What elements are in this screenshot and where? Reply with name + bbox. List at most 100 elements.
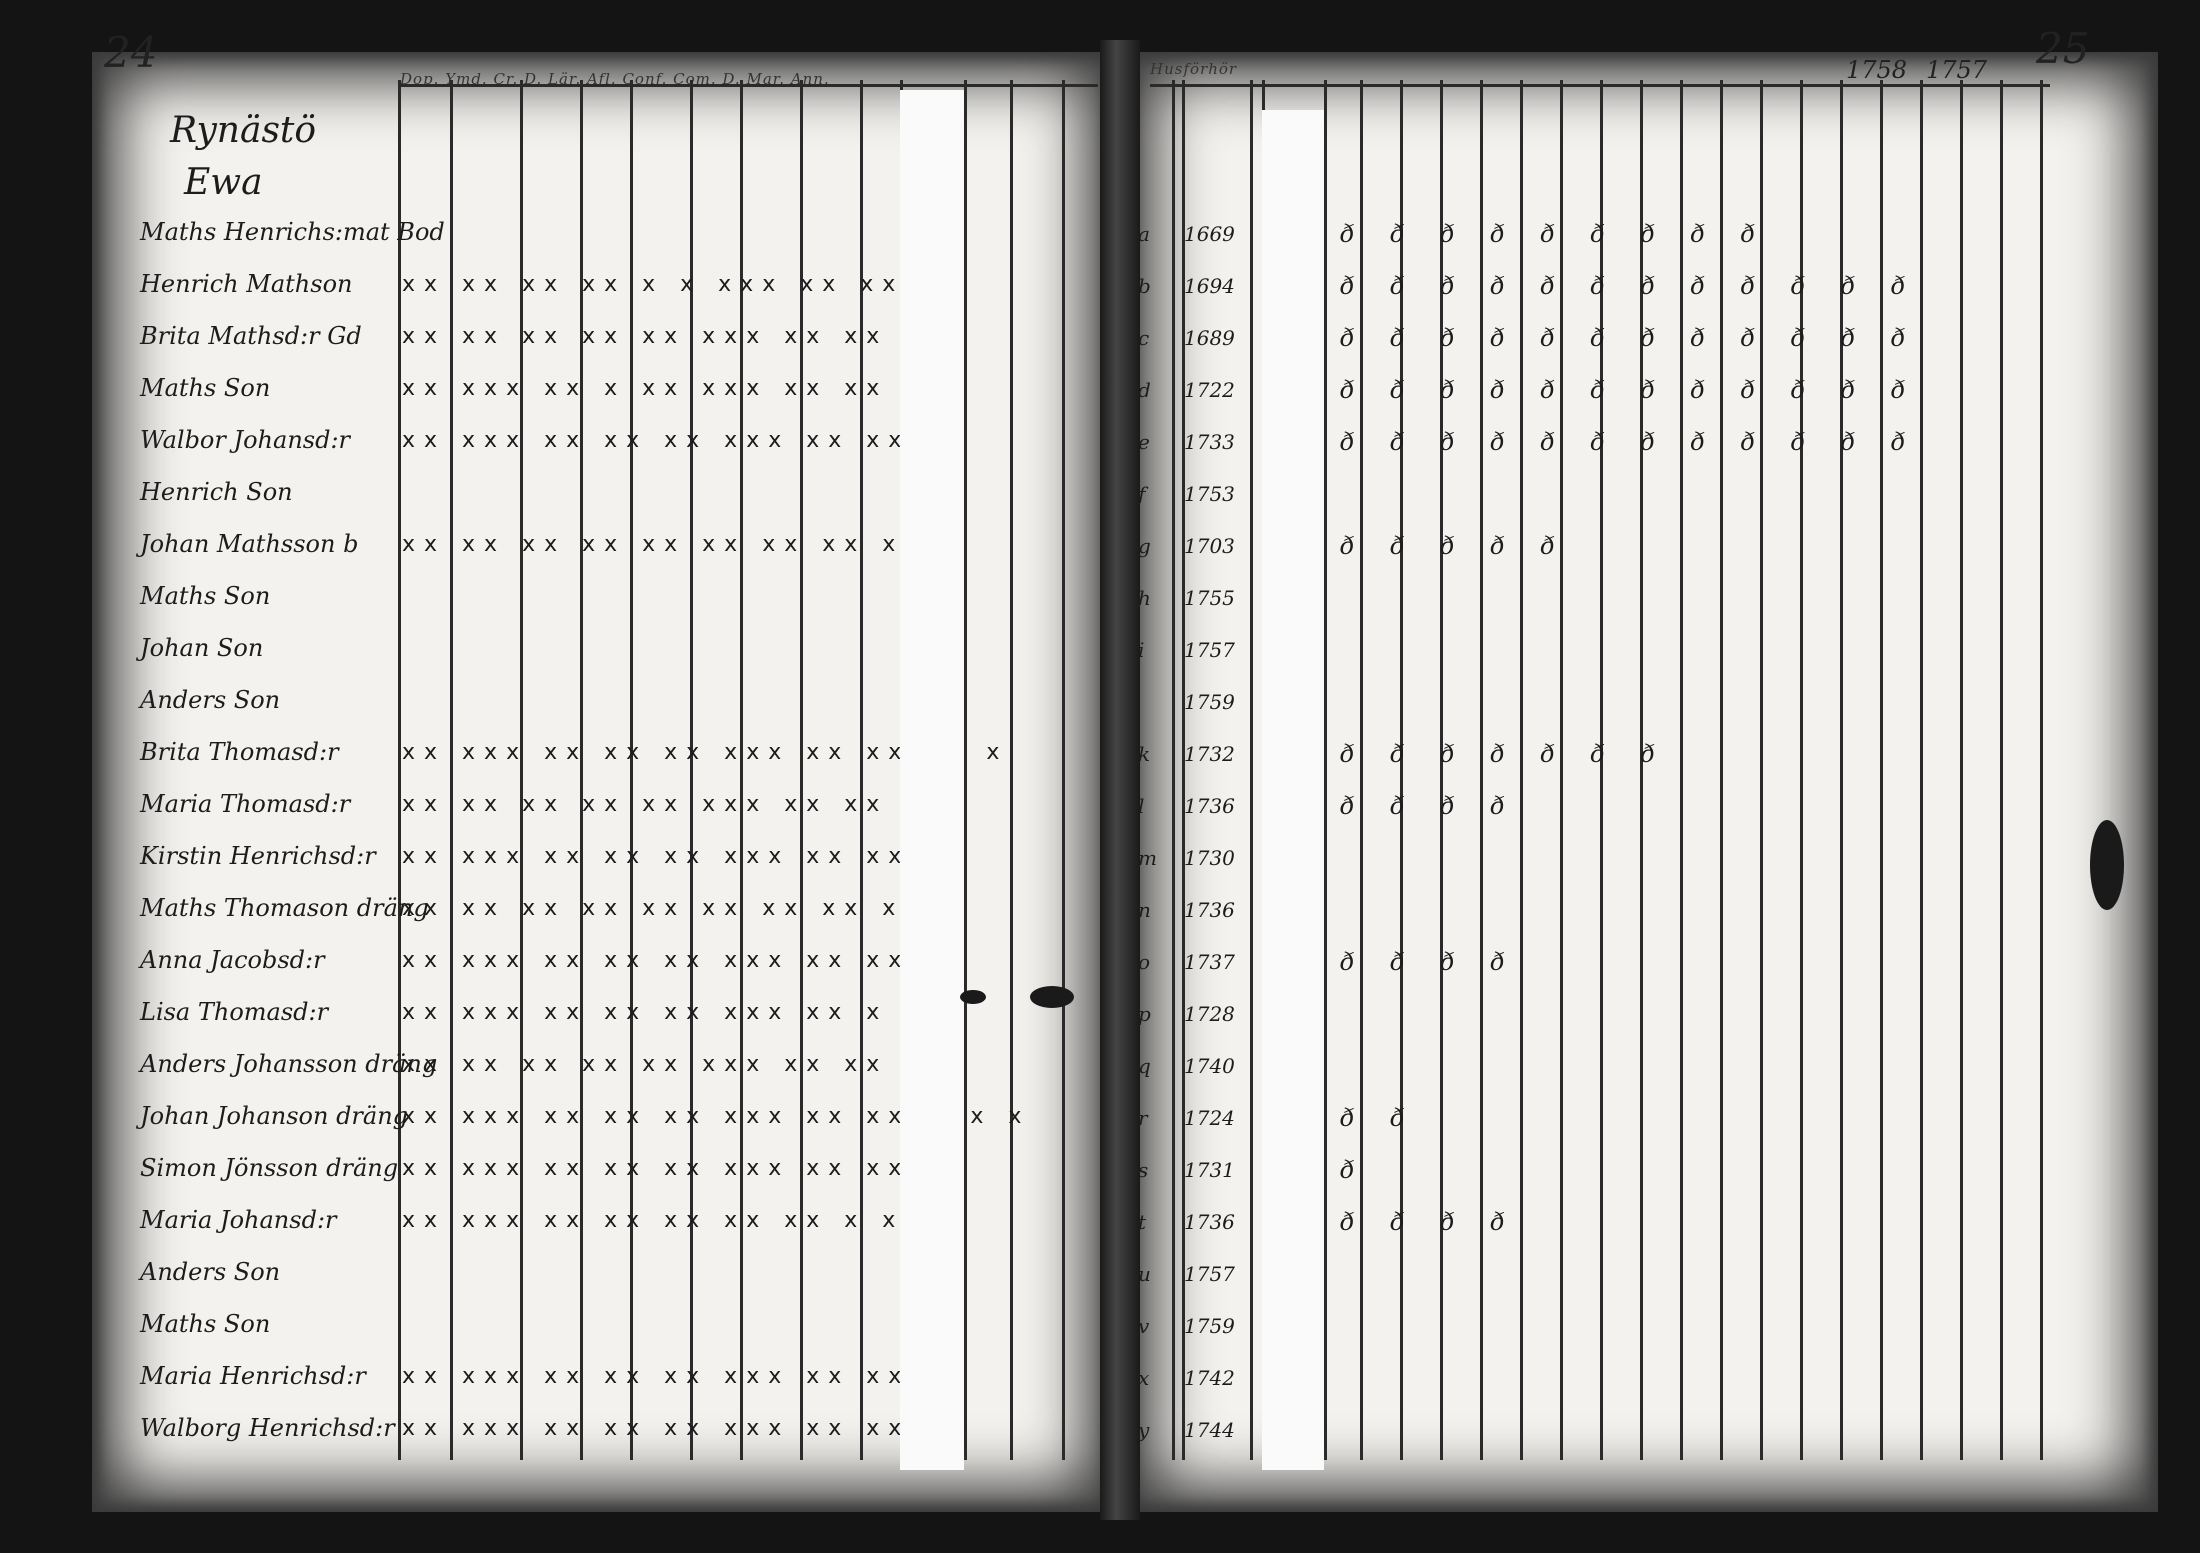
- person-name: Brita Thomasd:r: [140, 738, 339, 766]
- ruled-column-line: [1062, 80, 1065, 1460]
- ruled-column-line: [1720, 80, 1723, 1460]
- examination-marks: ð ð ð ð ð: [1340, 532, 1569, 560]
- header-rule: [1150, 84, 2050, 87]
- person-name: Walbor Johansd:r: [140, 426, 351, 454]
- attendance-marks: xx xx xx xx xx xx xx xx x: [402, 896, 905, 921]
- row-letter: p: [1138, 1002, 1151, 1026]
- person-name: Anders Son: [140, 1258, 281, 1286]
- ruled-column-line: [800, 80, 803, 1460]
- row-letter: e: [1138, 430, 1150, 454]
- examination-marks: ð ð ð ð ð ð ð ð ð: [1340, 220, 1770, 248]
- attendance-marks: xx xx xx xx xx xxx xx xx: [402, 324, 889, 349]
- birth-year: 1742: [1184, 1366, 1235, 1390]
- ruled-column-line: [2000, 80, 2003, 1460]
- row-letter: a: [1138, 222, 1150, 246]
- row-letter: u: [1138, 1262, 1151, 1286]
- birth-year: 1759: [1184, 1314, 1235, 1338]
- right-column-header: Husförhör: [1150, 60, 1238, 78]
- row-letter: n: [1138, 898, 1151, 922]
- attendance-marks: xx xx xx xx xx xxx xx xx xx: [402, 792, 949, 817]
- header-year-2: 1757: [1926, 56, 1988, 84]
- ruled-column-line: [860, 80, 863, 1460]
- ruled-column-line: [1640, 80, 1643, 1460]
- book-gutter: [1100, 40, 1140, 1520]
- birth-year: 1744: [1184, 1418, 1235, 1442]
- attendance-marks: xx xxx xx xx xx xxx xx x: [402, 1000, 889, 1025]
- ruled-column-line: [398, 80, 401, 1460]
- farm-name: Ewa: [184, 162, 263, 203]
- person-name: Johan Son: [140, 634, 264, 662]
- attendance-marks: xx xxx xx xx xx xxx xx xx x: [402, 948, 949, 973]
- birth-year: 1757: [1184, 1262, 1235, 1286]
- ruled-column-line: [630, 80, 633, 1460]
- attendance-marks: xx xxx xx x xx xxx xx xx x x: [402, 376, 965, 401]
- row-letter: c: [1138, 326, 1150, 350]
- examination-marks: ð ð ð ð ð ð ð: [1340, 740, 1669, 768]
- ruled-column-line: [964, 80, 967, 1460]
- header-rule: [398, 84, 1098, 87]
- left-column-header: Dop. Ymd. Cr. D. Lär. Afl. Conf. Com. D.…: [400, 70, 830, 88]
- attendance-marks: xx xxx xx xx xx xx xx x xx x: [402, 1208, 965, 1233]
- birth-year: 1736: [1184, 898, 1235, 922]
- row-letter: i: [1138, 638, 1145, 662]
- row-letter: m: [1138, 846, 1157, 870]
- birth-year: 1737: [1184, 950, 1235, 974]
- ruled-column-line: [690, 80, 693, 1460]
- birth-year: 1753: [1184, 482, 1235, 506]
- person-name: Maths Son: [140, 1310, 271, 1338]
- ruled-column-line: [740, 80, 743, 1460]
- examination-marks: ð: [1340, 1156, 1369, 1184]
- examination-marks: ð ð ð ð ð ð ð ð ð ð ð ð: [1340, 272, 1920, 300]
- ink-blot: [960, 990, 986, 1004]
- birth-year: 1689: [1184, 326, 1235, 350]
- attendance-marks: xx xx xx xx xx xxx xx xx: [402, 1052, 889, 1077]
- birth-year: 1757: [1184, 638, 1235, 662]
- birth-year: 1740: [1184, 1054, 1235, 1078]
- ruled-column-line: [580, 80, 583, 1460]
- attendance-marks: xx xxx xx xx xx xxx xx xxx x: [402, 1364, 971, 1389]
- header-year-1: 1758: [1846, 56, 1908, 84]
- examination-marks: ð ð ð ð ð ð ð ð ð ð ð ð: [1340, 324, 1920, 352]
- birth-year: 1694: [1184, 274, 1235, 298]
- person-name: Johan Mathsson b: [140, 530, 359, 558]
- ruled-column-line: [2040, 80, 2043, 1460]
- examination-marks: ð ð ð ð: [1340, 1208, 1519, 1236]
- person-name: Maria Johansd:r: [140, 1206, 337, 1234]
- birth-year: 1736: [1184, 1210, 1235, 1234]
- examination-marks: ð ð ð ð ð ð ð ð ð ð ð ð: [1340, 428, 1920, 456]
- blank-column: [900, 90, 964, 1470]
- person-name: Lisa Thomasd:r: [140, 998, 329, 1026]
- ruled-column-line: [1010, 80, 1013, 1460]
- ruled-column-line: [450, 80, 453, 1460]
- row-letter: y: [1138, 1418, 1150, 1442]
- ruled-column-line: [1172, 80, 1175, 1460]
- row-letter: s: [1138, 1158, 1149, 1182]
- ruled-column-line: [1920, 80, 1923, 1460]
- person-name: Anders Son: [140, 686, 281, 714]
- ruled-column-line: [1800, 80, 1803, 1460]
- person-name: Maths Thomason dräng: [140, 894, 429, 922]
- birth-year: 1731: [1184, 1158, 1235, 1182]
- person-name: Henrich Son: [140, 478, 293, 506]
- row-letter: o: [1138, 950, 1151, 974]
- ruled-column-line: [1760, 80, 1763, 1460]
- person-name: Maths Henrichs:mat Bod: [140, 218, 445, 246]
- ink-stain: [2090, 820, 2124, 910]
- attendance-marks: xx xxx xx xx xx xxx xx xx x: [402, 1156, 949, 1181]
- ruled-column-line: [520, 80, 523, 1460]
- attendance-marks: xx xxx xx xx xx xxx xx xx x: [402, 428, 949, 453]
- person-name: Maria Henrichsd:r: [140, 1362, 366, 1390]
- person-name: Johan Johanson dräng: [140, 1102, 409, 1130]
- birth-year: 1733: [1184, 430, 1235, 454]
- ruled-column-line: [1960, 80, 1963, 1460]
- row-letter: d: [1138, 378, 1151, 402]
- attendance-marks: xx xxx xx xx xx xxx xx xx x: [402, 1416, 949, 1441]
- ruled-column-line: [1360, 80, 1363, 1460]
- ruled-column-line: [1840, 80, 1843, 1460]
- person-name: Anders Johansson dräng: [140, 1050, 438, 1078]
- row-letter: x: [1138, 1366, 1150, 1390]
- birth-year: 1736: [1184, 794, 1235, 818]
- village-name: Rynästö: [170, 110, 317, 151]
- ruled-column-line: [1324, 80, 1327, 1460]
- birth-year: 1732: [1184, 742, 1235, 766]
